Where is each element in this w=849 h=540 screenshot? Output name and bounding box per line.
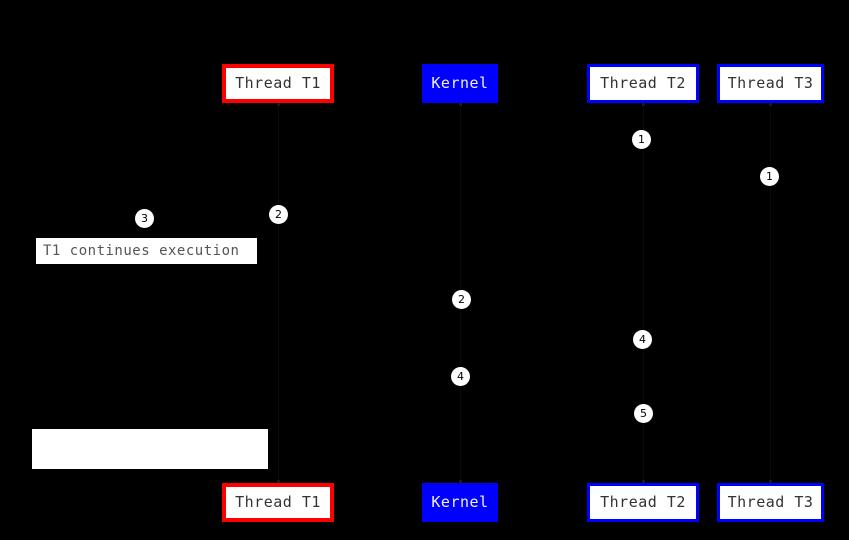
participant-header-kernel-label: Kernel	[431, 74, 489, 92]
note-t1-continues-execution-label: T1 continues execution	[43, 243, 240, 259]
participant-footer-thread-t3-label: Thread T3	[727, 493, 814, 511]
lifeline-kernel-stub-top	[459, 103, 462, 106]
participant-footer-thread-t1[interactable]: Thread T1	[222, 483, 334, 522]
lifeline-kernel-stub-bottom	[459, 480, 462, 483]
lifeline-thread-t1-stub-bottom	[277, 480, 280, 483]
participant-header-kernel[interactable]: Kernel	[422, 64, 498, 103]
participant-header-thread-t1-label: Thread T1	[235, 74, 321, 92]
participant-footer-thread-t3[interactable]: Thread T3	[717, 483, 824, 522]
participant-footer-thread-t2[interactable]: Thread T2	[587, 483, 699, 522]
participant-header-thread-t2[interactable]: Thread T2	[587, 64, 699, 103]
participant-footer-thread-t1-label: Thread T1	[235, 493, 321, 511]
participant-header-thread-t2-label: Thread T2	[600, 74, 686, 92]
participant-footer-kernel[interactable]: Kernel	[422, 483, 498, 522]
step-badge-2-t1: 2	[269, 205, 288, 224]
step-badge-4-t2: 4	[633, 330, 652, 349]
lifeline-thread-t3-stub-bottom	[769, 480, 772, 483]
step-badge-3-t1: 3	[135, 209, 154, 228]
participant-header-thread-t3-label: Thread T3	[727, 74, 814, 92]
step-badge-2-kernel: 2	[452, 290, 471, 309]
step-badge-5-t2: 5	[634, 404, 653, 423]
note-blank	[32, 429, 268, 469]
lifeline-thread-t2	[643, 103, 644, 483]
step-badge-4-kernel: 4	[451, 367, 470, 386]
lifeline-thread-t1	[278, 103, 279, 483]
lifeline-thread-t1-stub-top	[277, 103, 280, 106]
participant-footer-thread-t2-label: Thread T2	[600, 493, 686, 511]
step-badge-1-t3: 1	[760, 167, 779, 186]
participant-header-thread-t1[interactable]: Thread T1	[222, 64, 334, 103]
note-t1-continues-execution: T1 continues execution	[36, 238, 257, 264]
lifeline-thread-t2-stub-bottom	[642, 480, 645, 483]
participant-footer-kernel-label: Kernel	[431, 493, 489, 511]
participant-header-thread-t3[interactable]: Thread T3	[717, 64, 824, 103]
lifeline-thread-t2-stub-top	[642, 103, 645, 106]
step-badge-1-t2: 1	[632, 130, 651, 149]
lifeline-thread-t3-stub-top	[769, 103, 772, 106]
lifeline-thread-t3	[770, 103, 771, 483]
